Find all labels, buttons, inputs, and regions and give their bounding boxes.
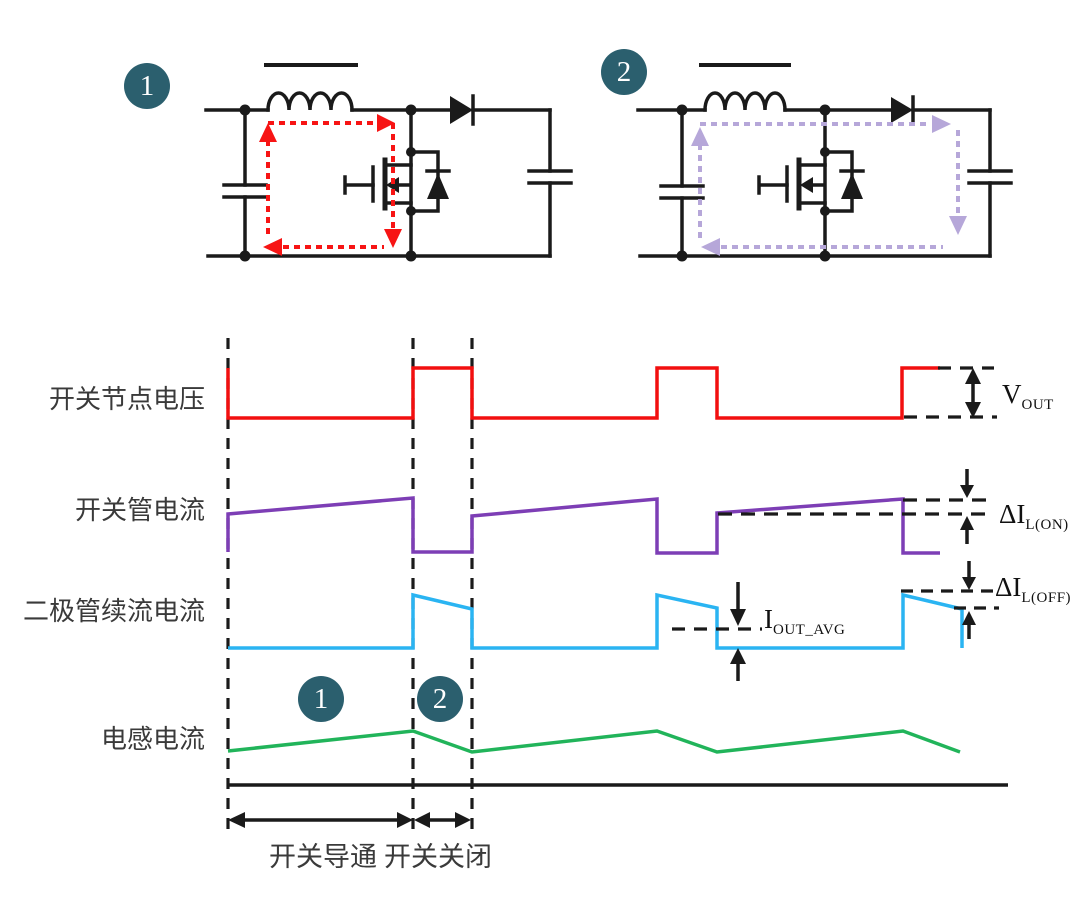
iout-avg-arrows	[730, 582, 746, 681]
node-dot	[405, 250, 417, 262]
arrow-down-icon	[730, 609, 746, 626]
mosfet-arrow-icon	[800, 177, 813, 193]
iout-avg-subscript: OUT_AVG	[773, 622, 846, 638]
delta-il-off-symbol: ΔI	[995, 572, 1022, 602]
state-2-badge: 2	[601, 49, 647, 95]
iout-avg-symbol: I	[764, 604, 773, 634]
vout-arrow	[965, 368, 981, 418]
iout-avg-label: IOUT_AVG	[764, 604, 845, 645]
diode-icon	[450, 96, 473, 124]
circuit-1-fills	[239, 96, 473, 262]
node-dot	[820, 206, 830, 216]
circuit-1	[204, 63, 573, 258]
switch-on-phase-label: 开关导通	[269, 842, 377, 872]
node-dot	[820, 147, 830, 157]
arrow-right-icon	[377, 114, 395, 132]
output-cap-icon	[967, 169, 1013, 185]
node-dot	[239, 104, 251, 116]
arrow-down-icon	[384, 229, 402, 248]
arrow-down-icon	[949, 216, 967, 235]
switch-node-voltage-wave	[226, 366, 940, 420]
arrow-up-icon	[960, 516, 974, 530]
current-loop-off-arrows	[691, 115, 967, 256]
vout-subscript: OUT	[1021, 397, 1054, 413]
mosfet-gate-lead-1	[343, 175, 375, 195]
circuit-2	[636, 63, 1013, 258]
body-diode-icon	[841, 173, 863, 199]
time-guides	[226, 338, 474, 836]
node-dot	[676, 250, 688, 262]
node-dot	[405, 104, 417, 116]
switch-current-label: 开关管电流	[74, 496, 205, 525]
delta-il-off-subscript: L(OFF)	[1021, 590, 1072, 606]
arrow-up-icon	[691, 127, 709, 146]
inductor-current-wave	[227, 729, 961, 754]
switch-off-phase-label: 开关关闭	[384, 842, 492, 872]
arrow-down-icon	[962, 577, 976, 590]
arrow-up-icon	[962, 611, 976, 625]
body-diode-wire-2	[823, 150, 854, 213]
arrow-right-icon	[932, 115, 951, 133]
vout-annotation-lines	[904, 366, 997, 419]
delta-il-on-arrows	[960, 469, 974, 544]
inductor-icon	[703, 91, 787, 112]
phase-arrows	[228, 812, 471, 828]
phase-1-badge: 1	[298, 676, 344, 722]
arrow-left-icon	[263, 238, 282, 256]
arrow-left-icon	[701, 238, 720, 256]
node-dot	[819, 104, 831, 116]
delta-il-off-label: ΔIL(OFF)	[995, 572, 1071, 613]
inductor-icon	[266, 91, 354, 112]
node-dot	[676, 104, 688, 116]
current-loop-off	[698, 122, 960, 249]
diode-current-label: 二极管续流电流	[22, 597, 205, 626]
node-dot	[406, 206, 416, 216]
node-dot	[819, 250, 831, 262]
arrow-left-icon	[414, 812, 430, 828]
arrow-down-icon	[965, 402, 981, 418]
delta-il-on-label: ΔIL(ON)	[999, 499, 1069, 540]
delta-il-off-arrows	[962, 561, 976, 639]
input-cap-icon	[659, 184, 705, 200]
circuit-2-fills	[676, 97, 913, 262]
body-diode-icon	[427, 173, 449, 199]
state-1-badge: 1	[124, 63, 170, 109]
switch-node-voltage-label: 开关节点电压	[48, 385, 205, 414]
phase-2-badge: 2	[417, 676, 463, 722]
mosfet-arrow-icon	[386, 177, 399, 193]
body-diode-wire-1	[409, 150, 440, 213]
arrow-up-icon	[730, 648, 746, 664]
delta-il-on-lines	[718, 498, 992, 516]
switch-current-wave	[226, 496, 940, 555]
node-dot	[406, 147, 416, 157]
arrow-up-icon	[965, 368, 981, 384]
mosfet-leads-1	[383, 163, 413, 205]
delta-il-on-subscript: L(ON)	[1025, 517, 1069, 533]
current-loop-on-arrows	[259, 114, 402, 256]
mosfet-gate-lead-2	[757, 175, 789, 195]
input-cap-icon	[222, 183, 268, 199]
arrow-down-icon	[960, 485, 974, 498]
arrow-right-icon	[397, 812, 413, 828]
vout-label: VOUT	[1002, 379, 1054, 420]
node-dot	[239, 250, 251, 262]
delta-il-on-symbol: ΔI	[999, 499, 1026, 529]
arrow-up-icon	[259, 123, 277, 142]
vout-symbol: V	[1002, 379, 1022, 409]
output-cap-icon	[527, 169, 573, 185]
delta-il-off-lines	[901, 589, 999, 610]
diode-icon	[891, 97, 913, 123]
arrow-right-icon	[455, 812, 471, 828]
diode-current-wave	[228, 592, 964, 650]
inductor-current-label: 电感电流	[100, 725, 205, 754]
mosfet-leads-2	[797, 163, 827, 205]
arrow-left-icon	[228, 812, 245, 828]
current-loop-on	[266, 121, 395, 249]
